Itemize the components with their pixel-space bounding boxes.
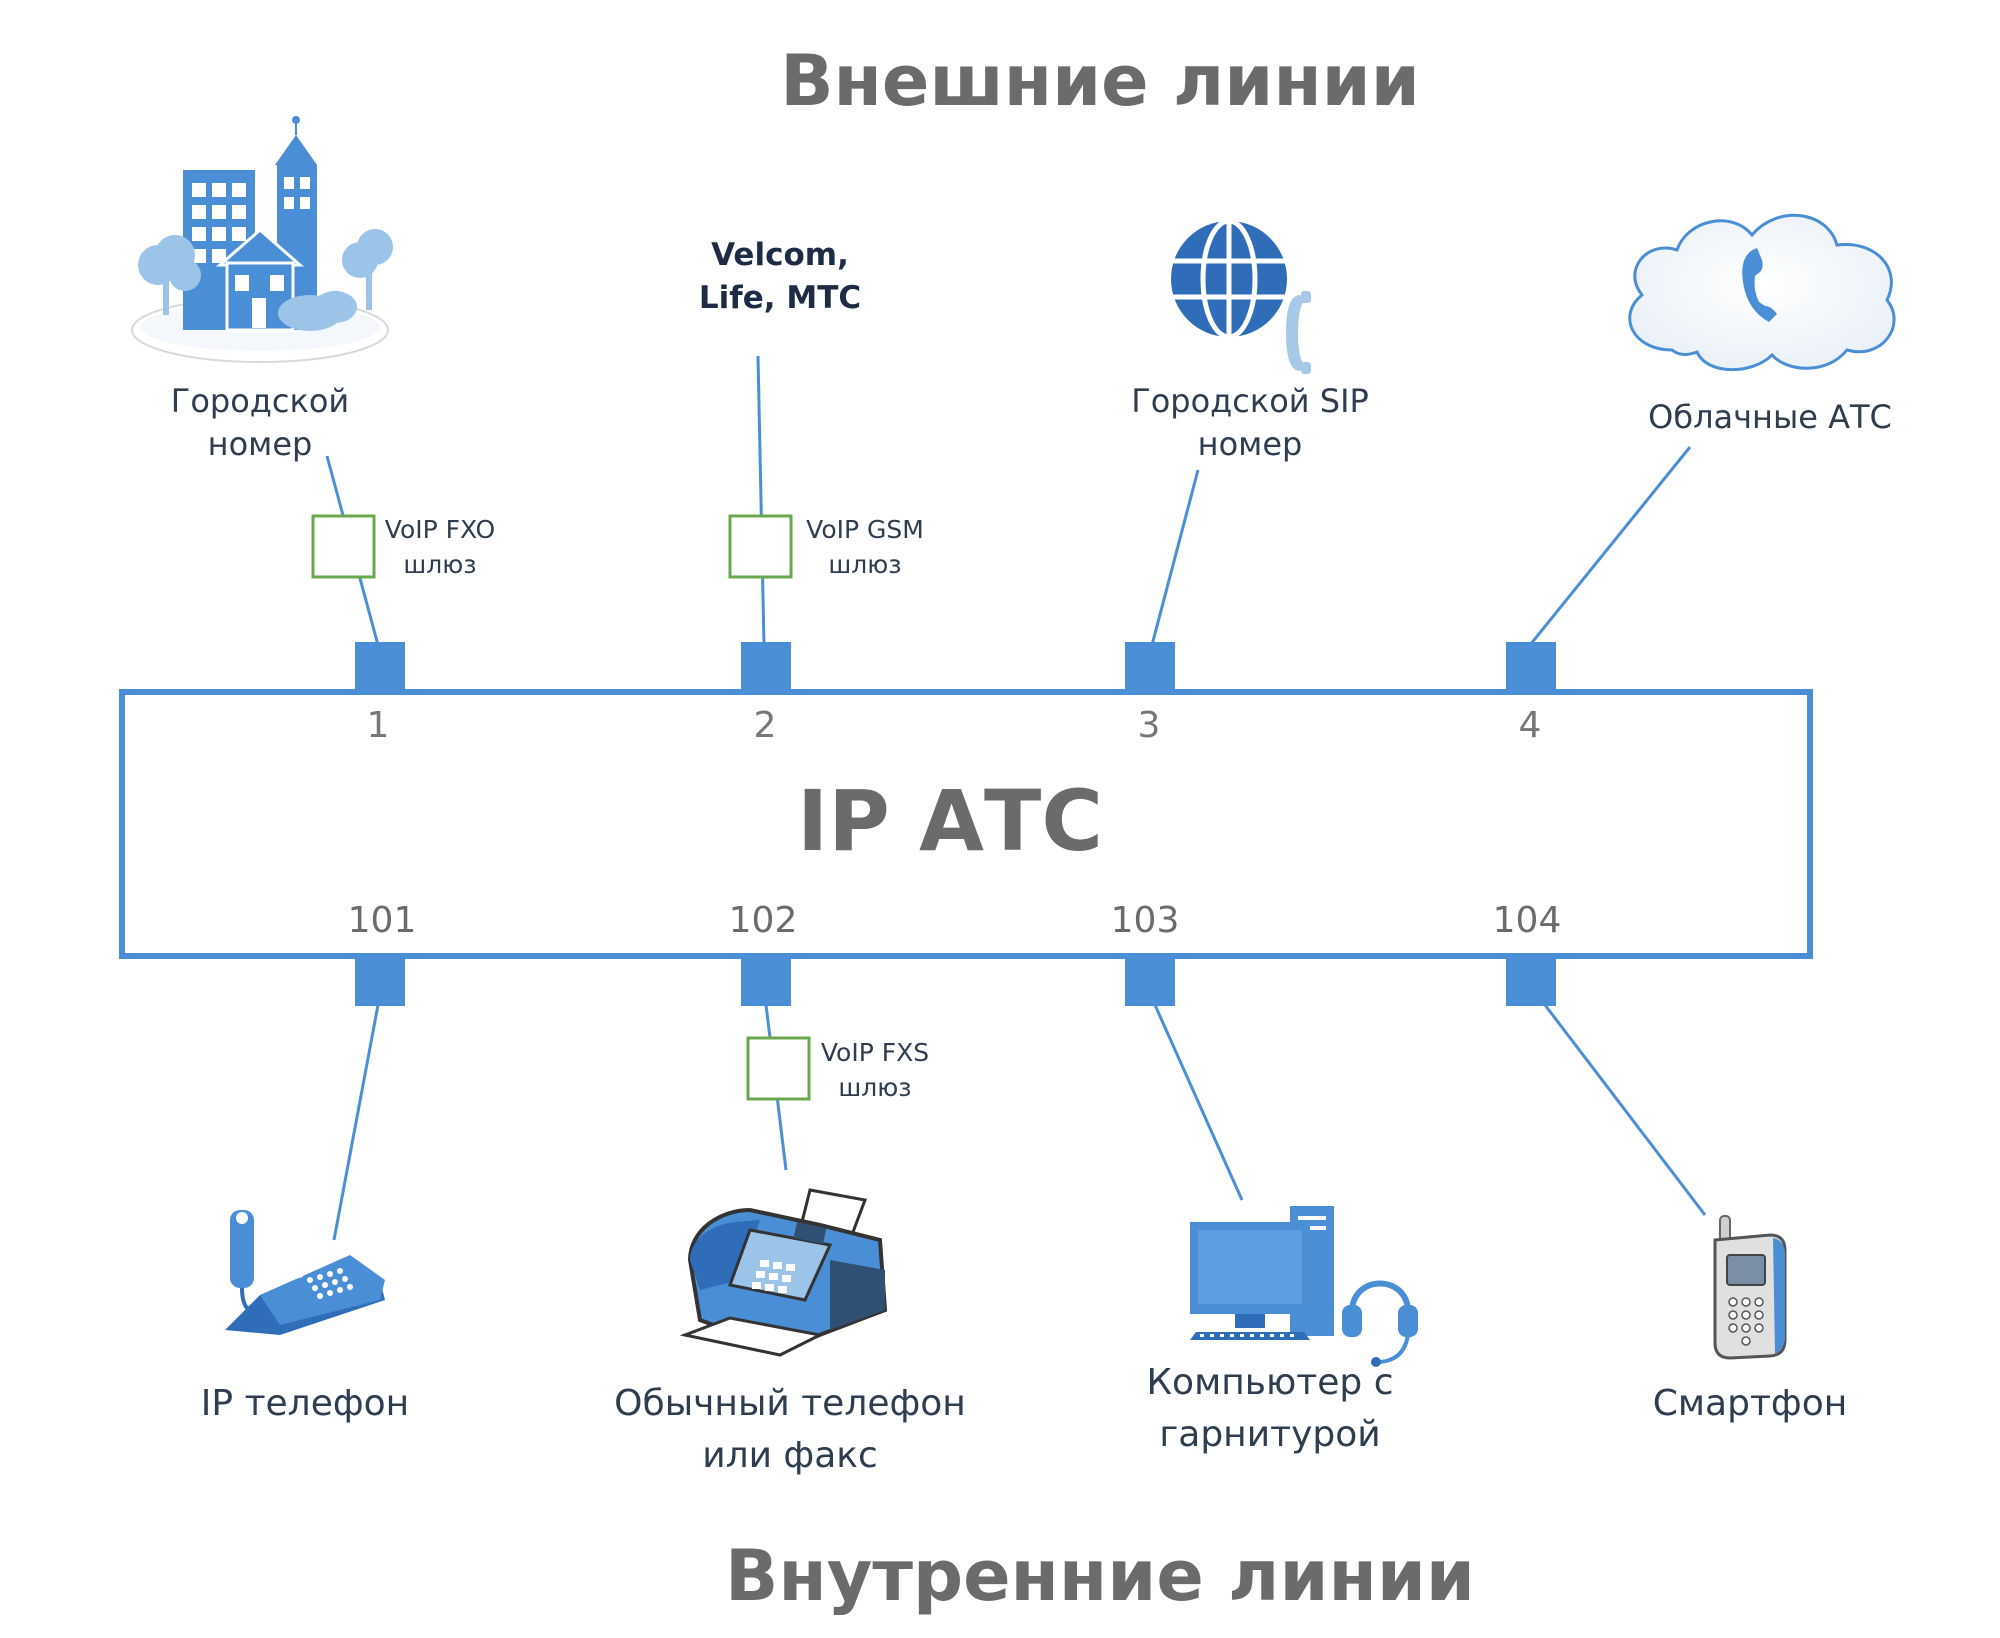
port-label-2: 2	[753, 705, 777, 746]
line-port-2	[756, 355, 766, 646]
gateway-fxo-box	[311, 514, 376, 579]
cloud-phone-icon	[1628, 213, 1896, 372]
cloud-pbx-label: Облачные АТС	[1648, 398, 1892, 436]
city-sip-label: Городской SIP номер	[1131, 382, 1369, 463]
city-number-label: Городской номер	[170, 382, 350, 463]
globe-phone-icon	[1171, 218, 1311, 374]
port-label-3: 3	[1137, 705, 1161, 746]
port-4	[1506, 642, 1556, 692]
line-port-3	[1150, 469, 1200, 646]
gateway-gsm-box	[728, 514, 793, 579]
external-lines-title: Внешние линии	[780, 40, 1420, 122]
port-label-4: 4	[1518, 705, 1542, 746]
pc-headset-label: Компьютер с гарнитурой	[1146, 1362, 1394, 1455]
gateway-fxo-line1: VoIP FXO	[384, 515, 496, 544]
line-port-104	[1543, 1004, 1707, 1216]
ip-phone-icon	[225, 1210, 385, 1335]
port-label-104: 104	[1492, 900, 1562, 941]
gateway-fxo-label: VoIP FXO шлюз	[365, 512, 515, 582]
port-3	[1125, 642, 1175, 692]
port-2	[741, 642, 791, 692]
port-1	[355, 642, 405, 692]
city-buildings-icon	[131, 116, 393, 363]
line-port-103	[1153, 1004, 1244, 1201]
port-102	[741, 956, 791, 1006]
internal-lines-title: Внутренние линии	[725, 1535, 1475, 1617]
port-label-1: 1	[366, 705, 390, 746]
mobile-operators-label: Velcom, Life, МТС	[698, 237, 862, 316]
port-label-103: 103	[1110, 900, 1180, 941]
port-label-102: 102	[728, 900, 798, 941]
pbx-title: IP АТС	[796, 772, 1104, 870]
fax-icon	[680, 1188, 888, 1357]
line-port-4	[1528, 446, 1692, 646]
line-port-101	[332, 1004, 380, 1241]
port-104	[1506, 956, 1556, 1006]
port-label-101: 101	[347, 900, 417, 941]
port-101	[355, 956, 405, 1006]
ip-phone-label: IP телефон	[200, 1383, 410, 1424]
fax-label: Обычный телефон или факс	[614, 1383, 966, 1476]
mobile-phone-icon	[1713, 1215, 1787, 1360]
gateway-gsm-line1: VoIP GSM	[806, 515, 924, 544]
gateway-fxs-line2: шлюз	[838, 1073, 912, 1102]
gateway-fxs-line1: VoIP FXS	[820, 1038, 930, 1067]
smartphone-label: Смартфон	[1652, 1383, 1848, 1424]
gateway-fxs-box	[746, 1036, 811, 1101]
computer-headset-icon	[1190, 1206, 1418, 1367]
gateway-fxs-label: VoIP FXS шлюз	[800, 1035, 950, 1105]
gateway-fxo-line2: шлюз	[403, 550, 477, 579]
pbx-frame	[119, 689, 1813, 959]
gateway-gsm-line2: шлюз	[828, 550, 902, 579]
port-103	[1125, 956, 1175, 1006]
gateway-gsm-label: VoIP GSM шлюз	[785, 512, 945, 582]
